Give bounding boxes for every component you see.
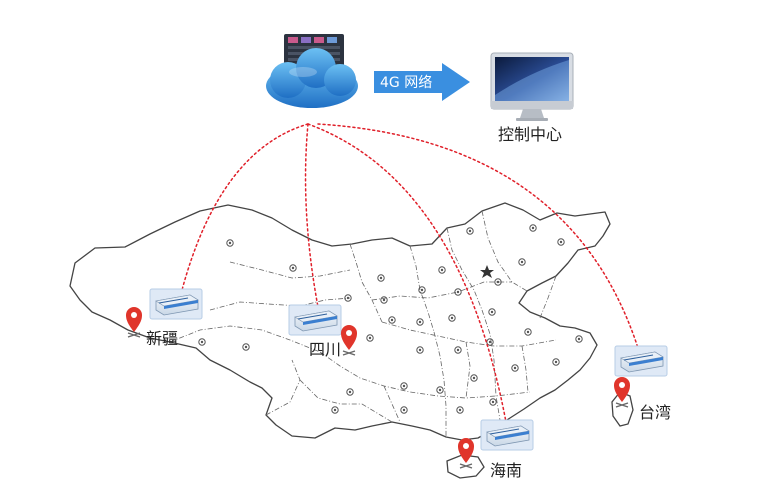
control-center-label: 控制中心 bbox=[498, 125, 562, 144]
taiwan-outline bbox=[611, 391, 634, 427]
device-taiwan bbox=[614, 345, 668, 377]
site-label-xinjiang: 新疆 bbox=[146, 329, 178, 348]
link-xinjiang bbox=[181, 123, 309, 291]
network-label: 4G 网络 bbox=[380, 75, 432, 91]
monitor-icon bbox=[490, 52, 574, 121]
link-sichuan bbox=[304, 123, 319, 308]
network-links bbox=[181, 123, 639, 423]
device-xinjiang bbox=[149, 288, 203, 320]
site-label-sichuan: 四川 bbox=[309, 340, 341, 359]
device-hainan bbox=[480, 419, 534, 451]
cloud-server-icon bbox=[266, 34, 358, 108]
device-sichuan bbox=[288, 304, 342, 336]
province-boundaries bbox=[169, 210, 557, 437]
capital-star-icon bbox=[480, 265, 494, 278]
link-taiwan bbox=[317, 123, 639, 349]
network-arrow: 4G 网络 bbox=[374, 63, 470, 101]
site-label-taiwan: 台湾 bbox=[639, 403, 671, 422]
link-hainan bbox=[307, 123, 507, 423]
site-label-hainan: 海南 bbox=[490, 461, 522, 480]
